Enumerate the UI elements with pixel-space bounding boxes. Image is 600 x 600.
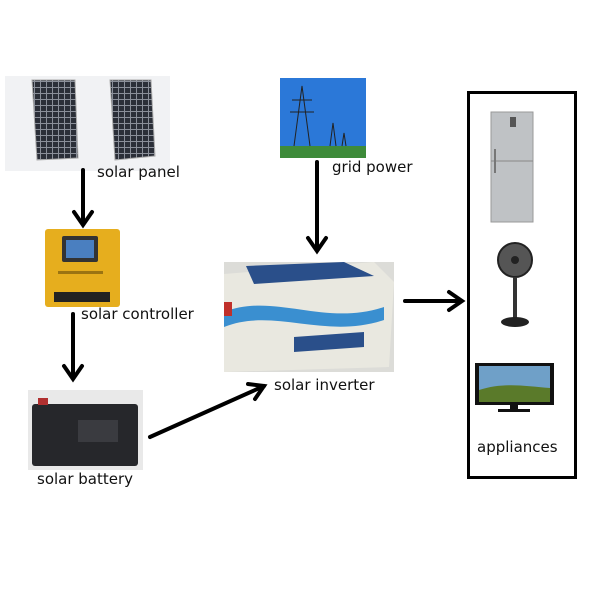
solar-battery-label: solar battery [37, 470, 134, 488]
solar-panel-label: solar panel [97, 163, 180, 181]
grid-power-image [280, 78, 366, 158]
fan-icon [497, 242, 533, 327]
solar-inverter-label: solar inverter [274, 376, 375, 394]
arrow-battery-to-inverter [148, 382, 268, 439]
arrow-inverter-to-appliances [403, 290, 466, 312]
arrow-controller-to-battery [62, 312, 84, 383]
arrow-panel-to-controller [72, 168, 94, 229]
solar-inverter-image [224, 262, 394, 372]
television-icon [475, 363, 554, 412]
solar-controller-image [45, 229, 120, 307]
appliances-box: appliances [467, 91, 577, 479]
solar-controller-label: solar controller [81, 305, 194, 323]
appliances-label: appliances [477, 438, 558, 456]
arrow-grid-to-inverter [306, 160, 328, 255]
solar-battery-image [28, 390, 143, 470]
refrigerator-icon [490, 111, 534, 223]
grid-power-label: grid power [332, 158, 413, 176]
solar-panel-image [5, 76, 170, 171]
